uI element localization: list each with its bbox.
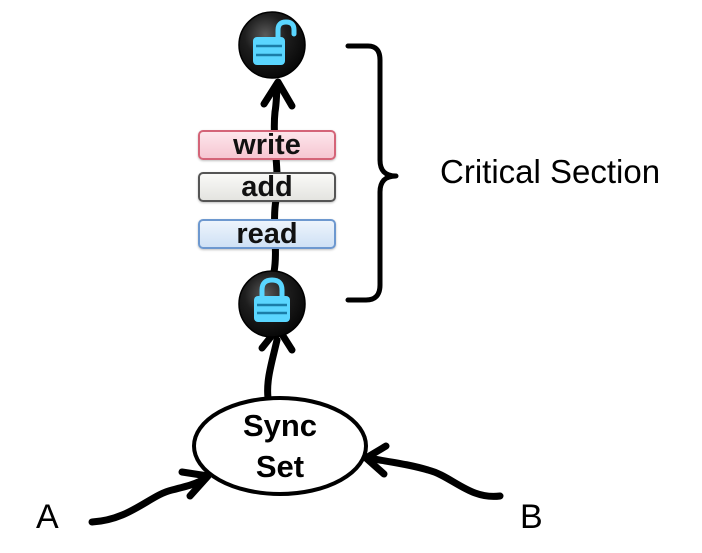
critical-section-bracket (345, 43, 399, 303)
read-operation-label: read (236, 217, 298, 250)
sync-set-label-line1: Sync (242, 408, 318, 443)
thread-b-arrowhead (362, 442, 390, 478)
thread-a-arrowhead (178, 468, 212, 500)
thread-b-label: B (520, 498, 543, 536)
arrowhead-to-unlock (260, 78, 296, 110)
thread-b-arrow-line (364, 454, 504, 500)
thread-a-label: A (36, 498, 59, 536)
critical-section-label: Critical Section (440, 153, 661, 190)
add-operation-label: add (241, 170, 293, 203)
write-operation-label: write (233, 128, 301, 161)
locked-padlock-icon (238, 270, 306, 338)
sync-set-ellipse (192, 396, 368, 496)
main-flow-line (264, 336, 281, 402)
add-operation-box: add (198, 170, 336, 203)
write-operation-box: write (198, 128, 336, 161)
unlocked-padlock-icon (238, 11, 306, 79)
sync-set-label-line2: Set (255, 449, 305, 484)
read-operation-box: read (198, 217, 336, 250)
thread-a-arrow-line (88, 474, 210, 526)
